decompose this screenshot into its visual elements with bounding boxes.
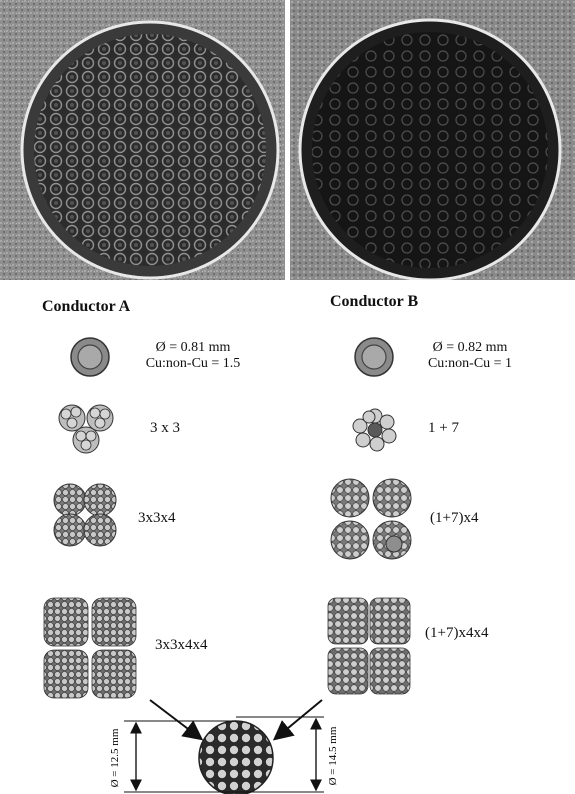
dim-left-label: Ø = 12.5 mm [109,728,121,787]
final-cable-icon [199,721,273,794]
arrow-b [276,700,322,738]
dim-right-label: Ø = 14.5 mm [327,726,339,785]
arrow-a [150,700,200,738]
